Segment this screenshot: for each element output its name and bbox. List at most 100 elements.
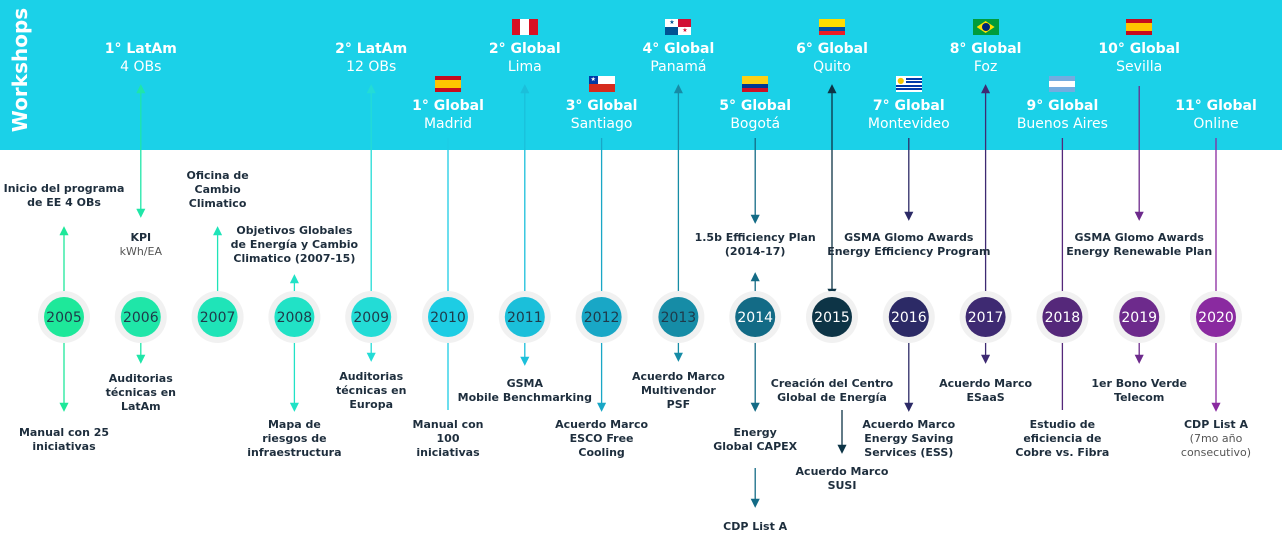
year-node	[1196, 297, 1236, 337]
year-label: 2014	[737, 310, 773, 326]
year-node	[735, 297, 776, 337]
colombia-flag-icon	[742, 76, 769, 92]
milestone-subtitle: (7mo año consecutivo)	[1180, 432, 1252, 459]
year-node	[274, 297, 315, 337]
milestone-text: GSMA Mobile Benchmarking	[450, 377, 600, 405]
year-label: 2005	[46, 310, 82, 326]
year-node	[428, 297, 468, 337]
year-node	[1042, 297, 1083, 337]
milestone-text: Estudio de eficiencia de Cobre vs. Fibra	[1000, 418, 1124, 460]
milestone-title: CDP List A	[1183, 418, 1249, 431]
year-node	[888, 297, 929, 337]
milestone-text: Acuerdo Marco ESaaS	[924, 377, 1048, 405]
workshop-edition: 1° LatAm	[104, 41, 177, 57]
workshop-location: 4 OBs	[120, 59, 162, 75]
workshop-label: 2° LatAm 12 OBs	[316, 40, 426, 76]
year-node	[1119, 297, 1160, 337]
milestone-text: Acuerdo Marco SUSI	[780, 465, 904, 493]
workshop-edition: 2° LatAm	[335, 41, 408, 57]
workshop-edition: 8° Global	[949, 41, 1022, 57]
milestone-title: Energy Global CAPEX	[713, 426, 798, 453]
milestone-title: GSMA Glomo Awards Energy Renewable Plan	[1066, 231, 1213, 258]
chile-flag-icon: ★	[588, 76, 615, 92]
milestone-title: Auditorias técnicas en LatAm	[105, 372, 177, 413]
workshop-location: 12 OBs	[346, 59, 397, 75]
year-node	[120, 297, 161, 337]
milestone-title: 1.5b Efficiency Plan (2014-17)	[694, 231, 816, 258]
milestone-title: Acuerdo Marco ESaaS	[939, 377, 1033, 404]
brazil-flag-icon	[972, 19, 999, 35]
milestone-title: Manual con 100 iniciativas	[412, 418, 484, 459]
argentina-flag-icon	[1049, 76, 1076, 92]
milestone-text: Manual con 25 iniciativas	[2, 426, 126, 454]
milestone-title: 1er Bono Verde Telecom	[1091, 377, 1188, 404]
workshop-edition: 5° Global	[719, 98, 792, 114]
year-label: 2009	[353, 310, 389, 326]
year-node	[44, 297, 84, 337]
workshop-edition: 9° Global	[1026, 98, 1099, 114]
workshop-location: Santiago	[570, 116, 633, 132]
workshop-location: Montevideo	[867, 116, 950, 132]
milestone-text: Acuerdo Marco ESCO Free Cooling	[540, 418, 664, 460]
year-node	[351, 297, 392, 337]
uruguay-flag-icon: ●	[895, 76, 922, 92]
year-label: 2020	[1198, 310, 1234, 326]
milestone-text: Inicio del programa de EE 4 OBs	[2, 182, 126, 210]
year-label: 2006	[123, 310, 159, 326]
year-label: 2008	[277, 310, 313, 326]
spain-flag-icon	[435, 76, 461, 92]
workshop-edition: 3° Global	[565, 98, 638, 114]
workshop-location: Foz	[973, 59, 998, 75]
workshop-location: Madrid	[423, 116, 473, 132]
milestone-title: Acuerdo Marco SUSI	[795, 465, 889, 492]
year-label: 2011	[507, 310, 543, 326]
year-label: 2016	[891, 310, 927, 326]
milestone-title: Oficina de Cambio Climatico	[186, 169, 249, 210]
year-node	[812, 297, 852, 337]
workshop-location: Lima	[507, 59, 542, 75]
milestone-text: GSMA Glomo Awards Energy Renewable Plan	[1064, 231, 1214, 259]
year-node	[504, 297, 545, 337]
workshop-edition: 1° Global	[412, 98, 484, 114]
milestone-title: Acuerdo Marco Energy Saving Services (ES…	[862, 418, 956, 459]
milestone-text: CDP List A(7mo año consecutivo)	[1154, 418, 1278, 460]
ecuador-flag-icon	[819, 19, 845, 35]
year-label: 2012	[584, 310, 620, 326]
milestone-title: Estudio de eficiencia de Cobre vs. Fibra	[1015, 418, 1110, 459]
workshop-label: 1° LatAm 4 OBs	[86, 40, 196, 76]
milestone-title: Objetivos Globales de Energía y Cambio C…	[230, 224, 359, 265]
workshop-edition: 4° Global	[642, 41, 715, 57]
milestone-title: Acuerdo Marco ESCO Free Cooling	[555, 418, 649, 459]
peru-flag-icon	[511, 19, 538, 35]
workshop-location: Bogotá	[730, 116, 781, 132]
workshop-location: Sevilla	[1116, 59, 1163, 75]
milestone-text: Mapa de riesgos de infraestructura	[232, 418, 356, 460]
milestone-text: Acuerdo Marco Energy Saving Services (ES…	[847, 418, 971, 460]
workshop-edition: 7° Global	[872, 98, 945, 114]
milestone-text: GSMA Glomo Awards Energy Efficiency Prog…	[824, 231, 994, 259]
workshop-location: Online	[1193, 116, 1239, 132]
milestone-title: Creación del Centro Global de Energía	[770, 377, 894, 404]
milestone-text: Manual con 100 iniciativas	[386, 418, 510, 460]
milestone-text: Creación del Centro Global de Energía	[757, 377, 907, 405]
milestone-text: Auditorias técnicas en LatAm	[79, 372, 203, 414]
milestone-title: Acuerdo Marco Multivendor PSF	[631, 370, 725, 411]
milestone-title: Inicio del programa de EE 4 OBs	[3, 182, 125, 209]
panama-flag-icon: ★★	[665, 19, 692, 35]
milestone-text: 1.5b Efficiency Plan (2014-17)	[680, 231, 830, 259]
milestone-title: GSMA Mobile Benchmarking	[457, 377, 592, 404]
year-node	[658, 297, 699, 337]
workshop-location: Quito	[813, 59, 851, 75]
milestone-text: Objetivos Globales de Energía y Cambio C…	[219, 224, 369, 266]
workshops-band	[0, 0, 1282, 150]
